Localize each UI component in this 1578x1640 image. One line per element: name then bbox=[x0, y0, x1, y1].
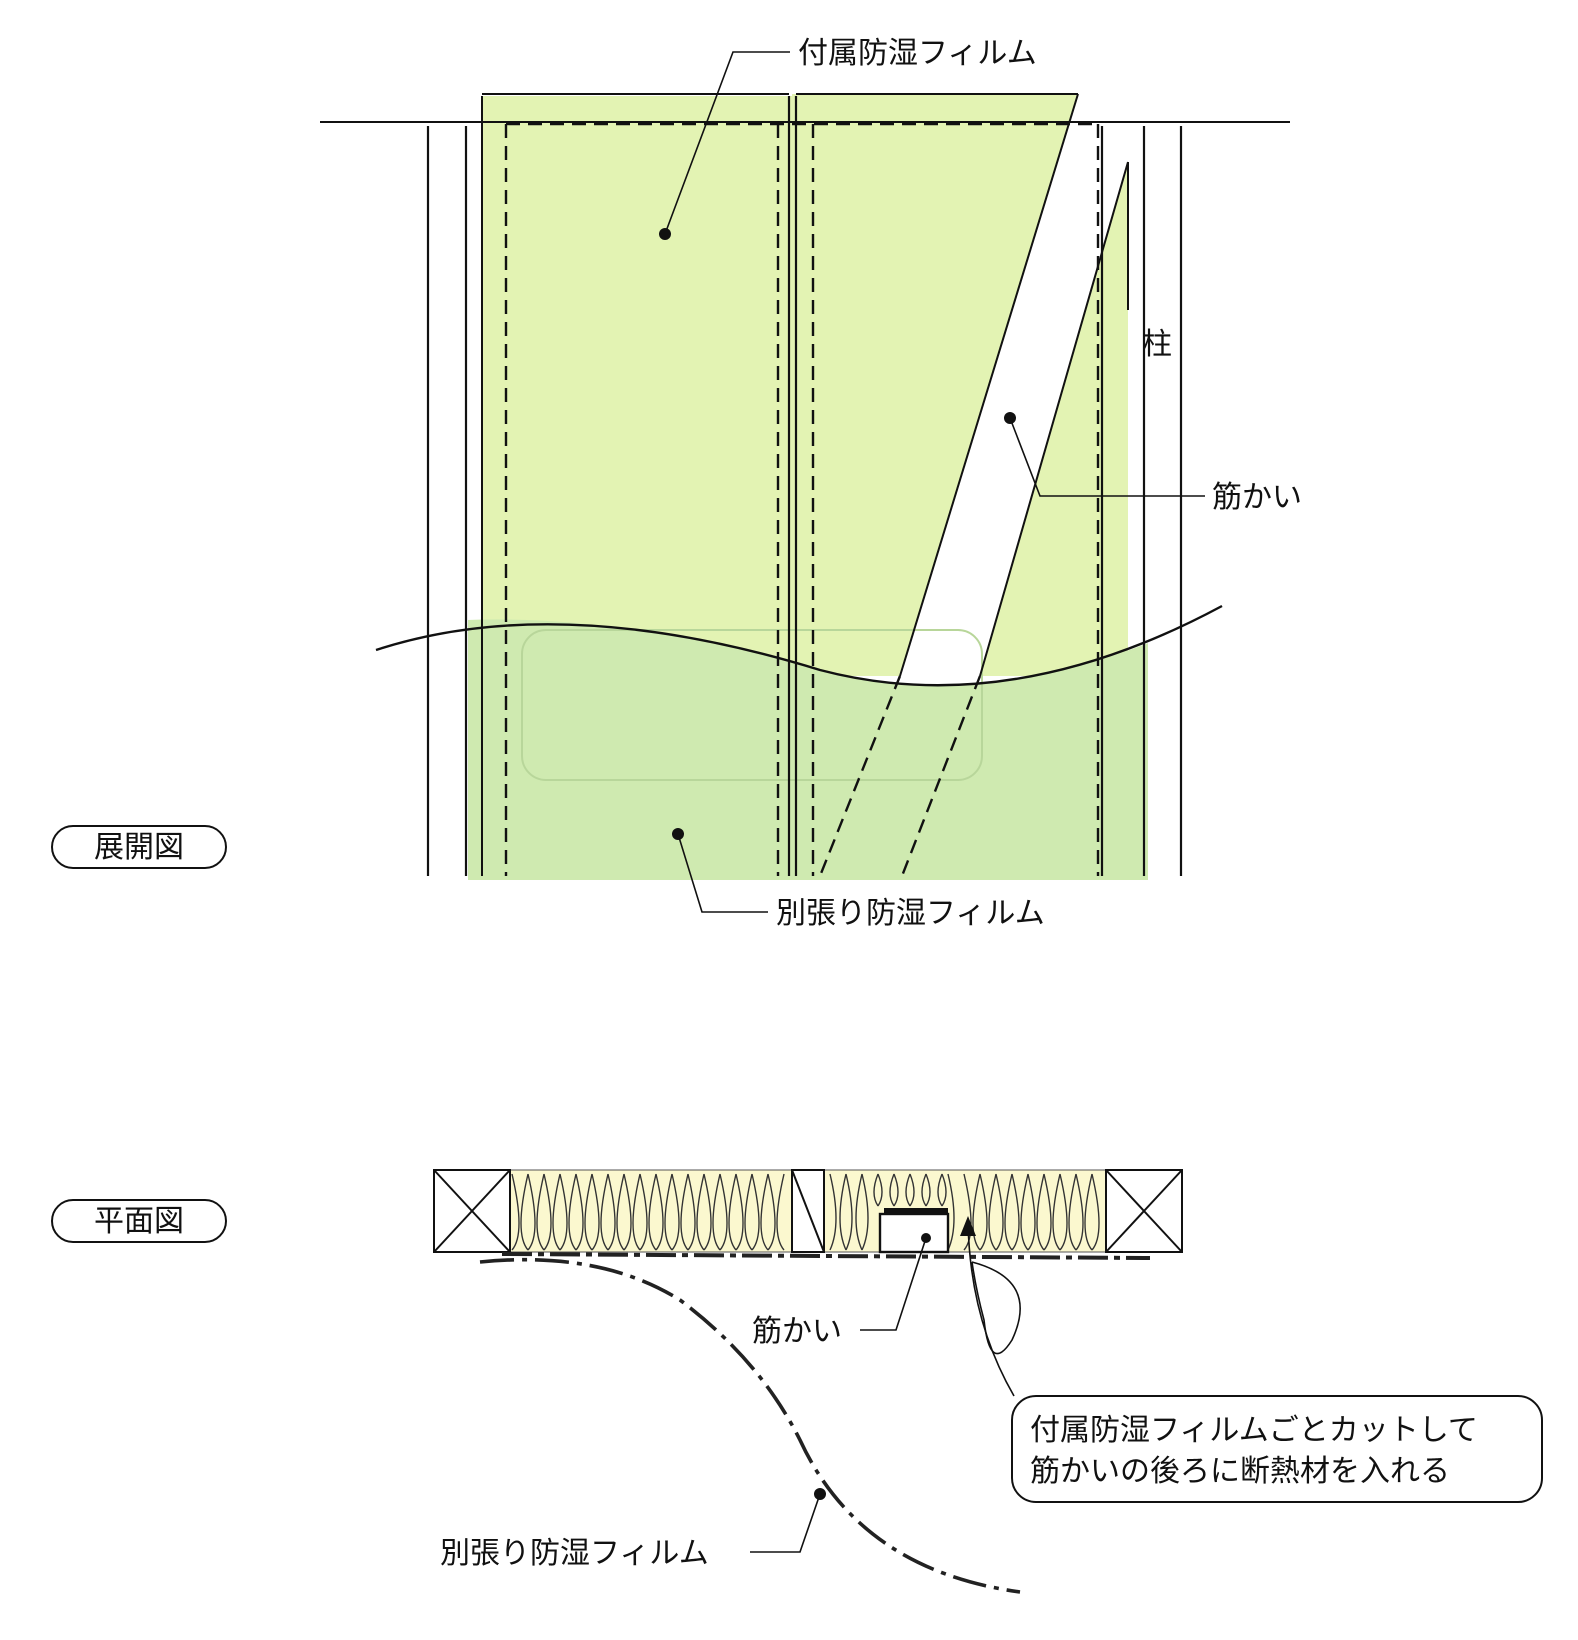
label-column: 柱 bbox=[1142, 327, 1172, 362]
plan-post-middle bbox=[791, 1169, 825, 1253]
plan-note-line2: 筋かいの後ろに断熱材を入れる bbox=[1030, 1454, 1450, 1489]
plan-attached-film-line bbox=[501, 1252, 1151, 1260]
elevation-view: 付属防湿フィルム 柱 筋かい 別張り防湿フィルム 展開図 bbox=[51, 36, 1302, 931]
plan-view: 筋かい 別張り防湿フィルム 付属防湿フィルムごとカットして 筋かいの後ろに断熱材… bbox=[51, 1169, 1543, 1594]
tag-elevation-frame bbox=[51, 825, 227, 869]
leader-separate-film bbox=[677, 833, 768, 913]
break-wave-line bbox=[375, 604, 1223, 687]
dashed-lines bbox=[504, 122, 1100, 877]
tag-plan: 平面図 bbox=[94, 1204, 184, 1239]
tag-plan-frame bbox=[51, 1199, 227, 1243]
faded-print-box bbox=[521, 629, 983, 781]
leader-brace bbox=[1009, 417, 1205, 497]
tag-elevation: 展開図 bbox=[94, 830, 184, 865]
plan-separate-film-curve bbox=[479, 1257, 1021, 1594]
label-separate-film-elevation: 別張り防湿フィルム bbox=[776, 896, 1045, 931]
leader-plan-brace bbox=[860, 1237, 927, 1331]
insulation-loops bbox=[511, 1173, 1100, 1251]
plan-brace bbox=[878, 1212, 950, 1254]
label-separate-film-plan: 別張り防湿フィルム bbox=[440, 1536, 709, 1571]
label-brace-plan: 筋かい bbox=[752, 1314, 842, 1349]
plan-note-line1: 付属防湿フィルムごとカットして bbox=[1030, 1413, 1478, 1448]
label-attached-film: 付属防湿フィルム bbox=[798, 36, 1037, 71]
attached-film-right-panel bbox=[792, 94, 1078, 676]
dot-plan-brace bbox=[921, 1233, 931, 1243]
plan-post-right bbox=[1105, 1169, 1183, 1253]
label-brace-elevation: 筋かい bbox=[1212, 480, 1302, 515]
insulation-bay-right bbox=[823, 1169, 1107, 1253]
dot-attached-film bbox=[659, 228, 671, 240]
dot-brace bbox=[1004, 412, 1016, 424]
arrow-head bbox=[960, 1216, 976, 1236]
plan-note-arrow bbox=[967, 1221, 1015, 1397]
dot-separate-film bbox=[672, 828, 684, 840]
film-edges bbox=[481, 93, 1129, 876]
column-lines bbox=[426, 96, 1183, 876]
plan-cut-loop bbox=[971, 1261, 1021, 1355]
plan-brace-film bbox=[884, 1208, 948, 1214]
leader-plan-separate-film bbox=[750, 1493, 821, 1553]
plan-note-box bbox=[1011, 1395, 1543, 1503]
dot-plan-separate-film bbox=[814, 1488, 826, 1500]
leader-attached-film bbox=[664, 51, 790, 235]
plan-post-left bbox=[433, 1169, 511, 1253]
